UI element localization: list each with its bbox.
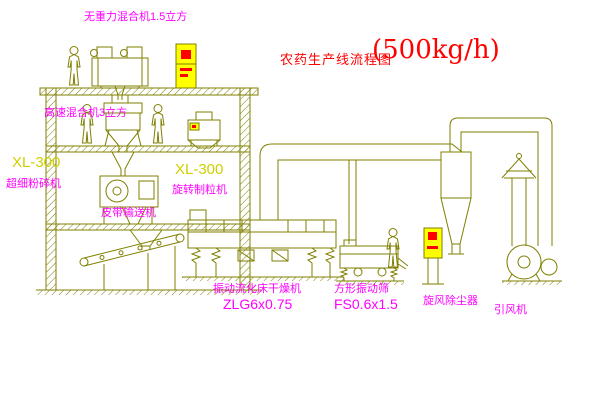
diagram-capacity: (500kg/h)	[372, 35, 500, 65]
exhaust-duct	[259, 143, 463, 220]
label-gravity-mixer: 无重力混合机1.5立方	[84, 11, 188, 23]
rotary-granulator	[187, 111, 221, 149]
cyclone-separator	[440, 117, 553, 255]
worker-figure	[67, 46, 81, 86]
label-screen-model: FS0.6x1.5	[334, 296, 398, 312]
worker-figure	[151, 104, 165, 144]
label-conveyor: 皮带输送机	[101, 207, 156, 219]
control-cabinet-right	[422, 227, 444, 285]
control-cabinet-top	[175, 43, 197, 89]
high-speed-mixer	[103, 94, 143, 152]
label-high-speed-mixer: 高速混合机3立方	[44, 107, 128, 119]
gravity-mixer	[90, 46, 149, 100]
label-fan: 引风机	[494, 304, 527, 316]
diagram-title: 农药生产线流程图	[280, 52, 393, 67]
label-pulverizer: 超细粉碎机	[6, 178, 61, 190]
worker-figure	[386, 228, 400, 268]
label-granulator-model: XL-300	[175, 161, 224, 178]
screen-dust-pipe	[348, 160, 357, 244]
label-pulverizer-model: XL-300	[12, 154, 61, 171]
label-dryer: 振动流化床干燥机	[213, 283, 301, 295]
vibrating-screen	[336, 239, 409, 285]
label-cyclone: 旋风除尘器	[423, 295, 478, 307]
label-screen: 方形振动筛	[334, 283, 389, 295]
label-granulator: 旋转制粒机	[172, 184, 227, 196]
belt-conveyor	[79, 233, 185, 290]
label-dryer-model: ZLG6x0.75	[223, 296, 293, 312]
induced-draft-fan	[501, 153, 562, 285]
fluid-bed-dryer	[182, 209, 344, 281]
pulverizer	[99, 151, 159, 225]
building-frame	[36, 87, 262, 295]
